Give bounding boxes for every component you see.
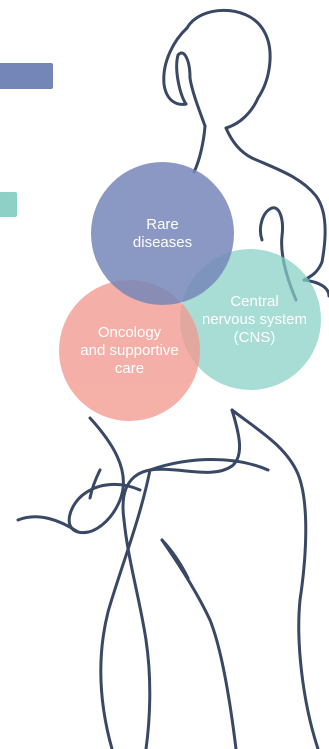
cns-label: Central nervous system (CNS) — [201, 292, 308, 346]
oncology-label: Oncology and supportive care — [80, 323, 179, 377]
accent-bar-blue — [0, 63, 53, 89]
rare-diseases-bubble: Rare diseases — [91, 162, 234, 305]
rare-diseases-label: Rare diseases — [132, 215, 193, 251]
accent-bar-teal — [0, 192, 17, 217]
